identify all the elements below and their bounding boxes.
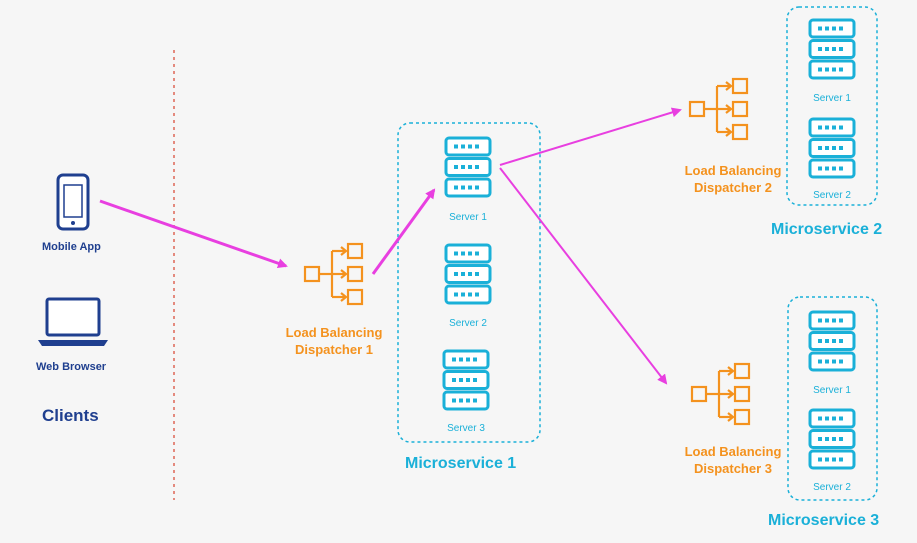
microservice-1-box	[397, 122, 541, 443]
microservice-3-title: Microservice 3	[768, 512, 880, 529]
web-browser-label: Web Browser	[36, 361, 107, 373]
server-rack-icon	[444, 136, 492, 198]
server-rack-icon	[444, 243, 492, 305]
arrow-server-to-dispatcher-3	[499, 167, 668, 385]
server-rack-icon	[808, 408, 856, 470]
ms3-server-2-label: Server 2	[813, 482, 851, 493]
ms1-server-3-label: Server 3	[447, 423, 485, 434]
dispatcher-3-line2: Dispatcher 3	[693, 461, 773, 476]
arrow-server-to-dispatcher-2	[499, 107, 682, 166]
dispatcher-1-icon	[303, 242, 364, 306]
dispatcher-1-line1: Load Balancing	[285, 325, 383, 340]
server-rack-icon	[808, 117, 856, 179]
dispatcher-3-icon	[690, 362, 751, 426]
server-rack-icon	[442, 349, 490, 411]
phone-icon	[56, 173, 90, 231]
ms1-server-1-label: Server 1	[449, 212, 487, 223]
dispatcher-2-icon	[688, 77, 749, 141]
dispatcher-1-label: Load Balancing Dispatcher 1	[286, 324, 383, 358]
microservice-2-title: Microservice 2	[771, 221, 883, 238]
dispatcher-2-line1: Load Balancing	[684, 163, 782, 178]
clients-title: Clients	[42, 406, 99, 425]
server-rack-icon	[808, 18, 856, 80]
laptop-icon	[38, 297, 108, 346]
dispatcher-2-label: Load Balancing Dispatcher 2	[685, 162, 782, 196]
dispatcher-3-label: Load Balancing Dispatcher 3	[685, 443, 782, 477]
dispatcher-1-line2: Dispatcher 1	[294, 342, 374, 357]
microservice-2-box	[786, 6, 878, 206]
mobile-app-label: Mobile App	[42, 241, 101, 253]
ms3-server-1-label: Server 1	[813, 385, 851, 396]
arrow-dispatcher-1-to-server	[371, 188, 436, 275]
ms1-server-2-label: Server 2	[449, 318, 487, 329]
dispatcher-3-line1: Load Balancing	[684, 444, 782, 459]
microservice-1-title: Microservice 1	[405, 455, 517, 472]
ms2-server-2-label: Server 2	[813, 190, 851, 201]
microservice-3-box	[787, 296, 878, 501]
arrow-clients-to-dispatcher-1	[99, 199, 288, 269]
ms2-server-1-label: Server 1	[813, 93, 851, 104]
server-rack-icon	[808, 310, 856, 372]
dispatcher-2-line2: Dispatcher 2	[693, 180, 773, 195]
